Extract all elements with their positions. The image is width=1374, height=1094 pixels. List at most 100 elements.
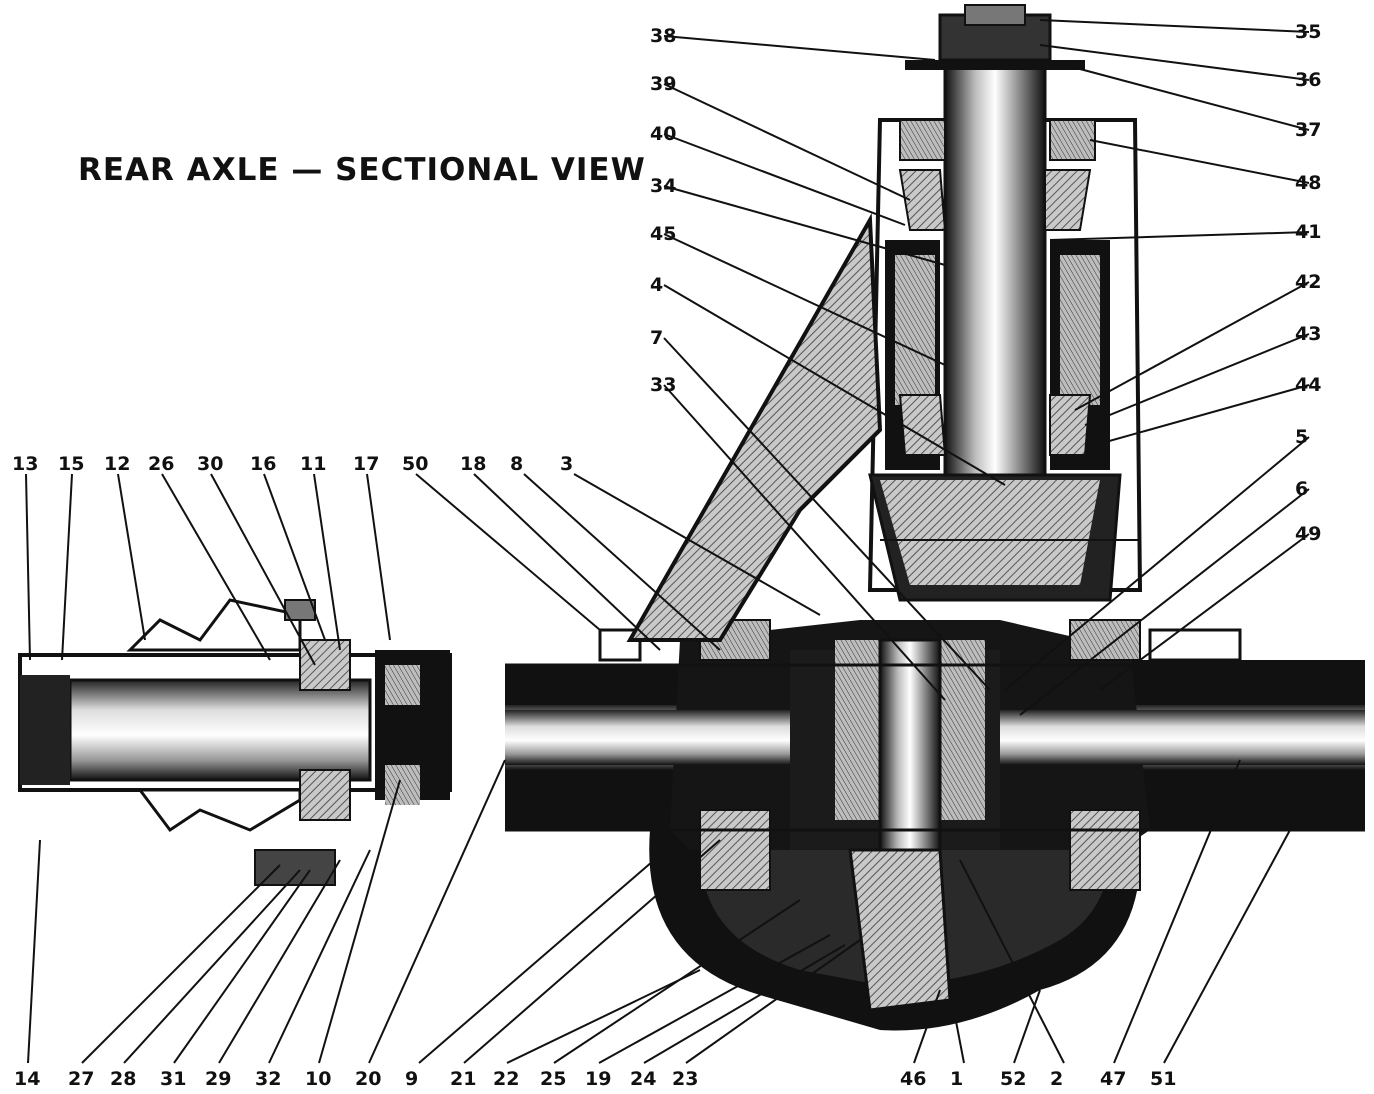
part-label-18: 18 — [460, 453, 486, 475]
part-label-7: 7 — [650, 327, 663, 349]
leader-22 — [506, 969, 701, 1064]
part-label-45: 45 — [650, 223, 676, 245]
leader-39 — [663, 83, 911, 201]
leader-47 — [1113, 759, 1241, 1064]
part-label-23: 23 — [672, 1068, 698, 1089]
part-label-19: 19 — [585, 1068, 611, 1089]
pinion-housing — [626, 4, 1143, 642]
part-label-10: 10 — [305, 1068, 331, 1089]
leader-10 — [318, 779, 401, 1064]
differential-housing — [505, 619, 1365, 1031]
leader-14 — [27, 839, 41, 1064]
part-label-4: 4 — [650, 274, 663, 296]
leader-41 — [1049, 231, 1310, 241]
leader-21 — [463, 839, 721, 1064]
leader-11 — [313, 473, 341, 651]
leader-5 — [1004, 436, 1310, 691]
leader-6 — [1019, 488, 1310, 716]
leader-44 — [1094, 384, 1310, 446]
part-label-5: 5 — [1295, 426, 1308, 448]
part-label-1: 1 — [950, 1068, 963, 1089]
part-label-46: 46 — [900, 1068, 926, 1089]
part-label-21: 21 — [450, 1068, 476, 1089]
leader-24 — [643, 944, 846, 1064]
leader-16 — [263, 473, 326, 641]
leader-38 — [663, 35, 936, 61]
part-label-31: 31 — [160, 1068, 186, 1089]
diagram-title: REAR AXLE — SECTIONAL VIEW — [78, 152, 646, 188]
leader-17 — [366, 473, 391, 641]
leader-40 — [663, 133, 906, 226]
part-label-13: 13 — [12, 453, 38, 475]
part-label-40: 40 — [650, 123, 676, 145]
leader-34 — [663, 185, 946, 266]
part-label-41: 41 — [1295, 221, 1321, 243]
part-label-47: 47 — [1100, 1068, 1126, 1089]
part-label-15: 15 — [58, 453, 84, 475]
leader-27 — [81, 864, 281, 1064]
leader-52 — [1013, 989, 1041, 1064]
leader-30 — [210, 473, 316, 666]
part-label-49: 49 — [1295, 523, 1321, 545]
leader-49 — [1099, 533, 1310, 691]
leader-26 — [161, 473, 271, 661]
leader-37 — [1064, 64, 1310, 131]
part-label-29: 29 — [205, 1068, 231, 1089]
leader-1 — [949, 989, 965, 1064]
leader-13 — [25, 473, 31, 661]
part-label-14: 14 — [14, 1068, 40, 1089]
leader-8 — [523, 473, 721, 651]
leader-32 — [268, 849, 371, 1064]
part-label-30: 30 — [197, 453, 223, 475]
part-label-6: 6 — [1295, 478, 1308, 500]
leader-20 — [368, 759, 506, 1064]
part-label-39: 39 — [650, 73, 676, 95]
part-label-3: 3 — [560, 453, 573, 475]
leader-19 — [598, 934, 831, 1064]
leader-31 — [173, 869, 311, 1064]
part-label-12: 12 — [104, 453, 130, 475]
leader-7 — [663, 337, 991, 691]
leader-42 — [1074, 281, 1310, 411]
leader-51 — [1163, 829, 1291, 1064]
leader-3 — [573, 473, 821, 616]
part-label-32: 32 — [255, 1068, 281, 1089]
part-label-8: 8 — [510, 453, 523, 475]
leader-lines — [25, 19, 1310, 1064]
part-label-43: 43 — [1295, 323, 1321, 345]
part-label-17: 17 — [353, 453, 379, 475]
leader-18 — [473, 473, 661, 651]
leader-43 — [1084, 333, 1310, 426]
part-label-22: 22 — [493, 1068, 519, 1089]
leader-29 — [218, 859, 341, 1064]
part-label-20: 20 — [355, 1068, 381, 1089]
leader-45 — [663, 233, 946, 366]
leader-4 — [663, 284, 1006, 486]
part-label-2: 2 — [1050, 1068, 1063, 1089]
part-label-26: 26 — [148, 453, 174, 475]
part-label-44: 44 — [1295, 374, 1321, 396]
part-label-50: 50 — [402, 453, 428, 475]
leader-48 — [1089, 139, 1310, 184]
leader-23 — [685, 939, 861, 1064]
leader-9 — [418, 854, 661, 1064]
part-label-34: 34 — [650, 175, 676, 197]
part-label-33: 33 — [650, 374, 676, 396]
part-label-11: 11 — [300, 453, 326, 475]
part-label-9: 9 — [405, 1068, 418, 1089]
part-label-24: 24 — [630, 1068, 656, 1089]
leader-2 — [959, 859, 1065, 1064]
part-label-52: 52 — [1000, 1068, 1026, 1089]
leader-36 — [1039, 44, 1310, 81]
part-label-36: 36 — [1295, 69, 1321, 91]
part-label-25: 25 — [540, 1068, 566, 1089]
leader-50 — [415, 473, 601, 631]
part-label-51: 51 — [1150, 1068, 1176, 1089]
part-label-28: 28 — [110, 1068, 136, 1089]
part-label-27: 27 — [68, 1068, 94, 1089]
part-label-35: 35 — [1295, 21, 1321, 43]
part-label-37: 37 — [1295, 119, 1321, 141]
